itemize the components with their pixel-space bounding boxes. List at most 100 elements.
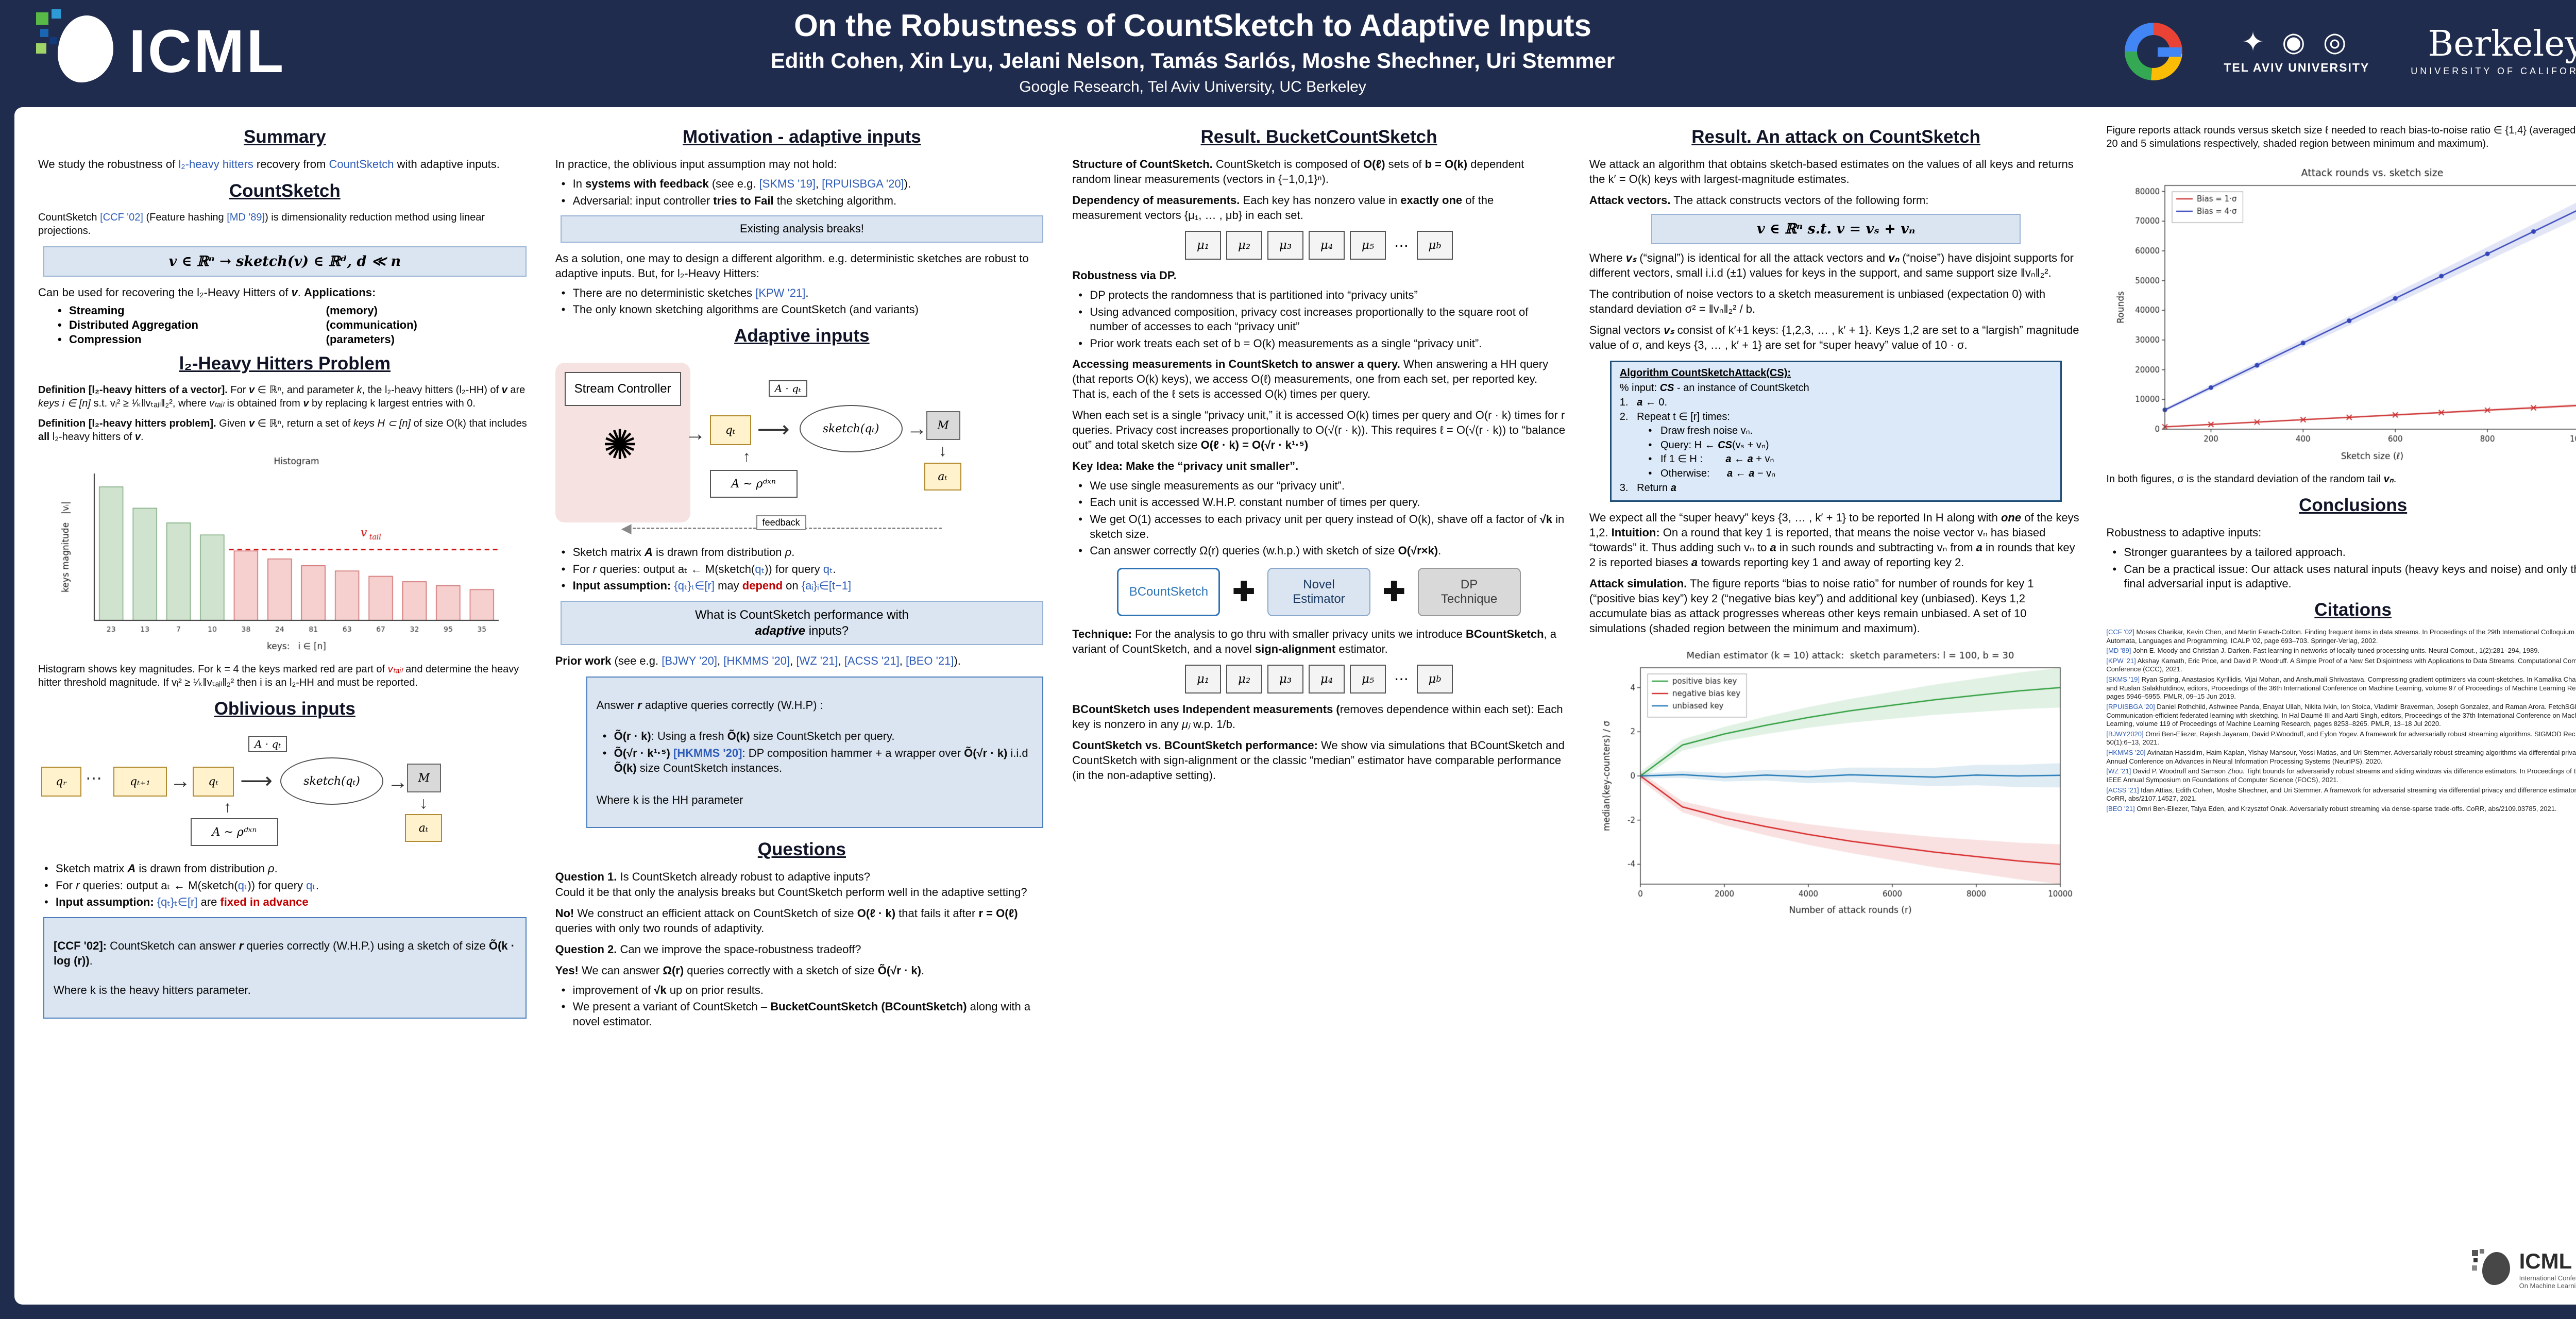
poster-header: ICML On the Robustness of CountSketch to…: [0, 0, 2576, 103]
tau-label: TEL AVIV UNIVERSITY: [2224, 60, 2370, 74]
column-summary: Summary We study the robustness of l₂-he…: [38, 121, 532, 1291]
motivation-bullets: In systems with feedback (see e.g. [SKMS…: [555, 175, 1049, 210]
measurement-vector-box: μ₅: [1349, 664, 1386, 694]
applications-intro: Can be used for recovering the l₂-Heavy …: [38, 285, 376, 299]
citation-entry: [HKMMS '20] Avinatan Hassidim, Haim Kapl…: [2106, 749, 2576, 765]
adaptive-bullets: Sketch matrix A is drawn from distributi…: [555, 543, 1049, 596]
robustness-bullet: Prior work treats each set of b = O(k) m…: [1072, 336, 1566, 351]
countsketch-intro: CountSketch [CCF '02] (Feature hashing […: [38, 212, 485, 237]
attack-simulation-paragraph: Attack simulation. The figure reports “b…: [1589, 577, 2034, 635]
estimator-box: M: [926, 411, 960, 441]
attack-algorithm-box: Algorithm CountSketchAttack(CS): % input…: [1609, 361, 2062, 502]
icml-head-icon-small: [2471, 1249, 2510, 1291]
feedback-label: feedback: [756, 515, 806, 531]
technique-paragraph: Technique: For the analysis to go thru w…: [1072, 627, 1556, 655]
arrow-icon: ⟶: [757, 417, 790, 443]
measurement-vector-box: μ₃: [1267, 664, 1303, 694]
citation-entry: [MD '89] John E. Moody and Christian J. …: [2106, 647, 2540, 655]
arrow-icon: →: [906, 417, 927, 441]
summary-text: We study the robustness of l₂-heavy hitt…: [38, 158, 500, 171]
query-t1-box: qₜ₊₁: [113, 767, 167, 797]
oblivious-inputs-heading: Oblivious inputs: [214, 699, 355, 719]
citations-heading: Citations: [2314, 599, 2392, 620]
application-row: Streaming (memory): [38, 304, 532, 317]
robustness-bullets: DP protects the randomness that is parti…: [1072, 286, 1566, 353]
application-note: (parameters): [326, 332, 395, 346]
measurement-vector-box: μ₄: [1308, 231, 1345, 260]
measurement-vector-box: μ₂: [1226, 664, 1262, 694]
arrow-icon: ↓: [419, 793, 428, 813]
oblivious-bullet: Input assumption: {qₜ}ₜ∈[r] are fixed in…: [38, 895, 532, 910]
dependency-paragraph: Dependency of measurements. Each key has…: [1072, 194, 1494, 222]
sketch-matrix-box: A ~ ρᵈˣⁿ: [191, 818, 278, 847]
citations-list: [CCF '02] Moses Charikar, Kevin Chen, an…: [2106, 627, 2576, 815]
motivation-solution: As a solution, one may to design a diffe…: [555, 251, 1029, 280]
berkeley-logo: Berkeley UNIVERSITY OF CALIFORNIA: [2411, 26, 2576, 77]
privacy-unit-paragraph: When each set is a single “privacy unit,…: [1072, 408, 1566, 451]
key-idea-heading: Key Idea: Make the “privacy unit smaller…: [1072, 459, 1299, 472]
countsketch-formula: v ∈ ℝⁿ → sketch(v) ∈ ℝᵈ, d ≪ n: [43, 246, 527, 277]
motivation-heading: Motivation - adaptive inputs: [682, 127, 921, 147]
footer-icml-text: ICML International Conference On Machine…: [2519, 1250, 2576, 1290]
measurement-vector-box: μ₄: [1308, 664, 1345, 694]
robustness-bullet: DP protects the randomness that is parti…: [1072, 288, 1566, 303]
measurement-vector-box: μ₁: [1184, 231, 1221, 260]
algorithm-line: 1. a ← 0.: [1619, 396, 1668, 408]
bcountsketch-box: BCountSketch: [1117, 567, 1221, 616]
google-logo: [2125, 23, 2183, 80]
definition-heavy-hitters: Definition [l₂-heavy hitters of a vector…: [38, 384, 526, 410]
answer-2-bullets: improvement of √k up on prior results.We…: [555, 981, 1049, 1031]
sigma-note: In both figures, σ is the standard devia…: [2106, 473, 2397, 485]
arrow-icon: →: [387, 771, 408, 794]
bucketcountsketch-heading: Result. BucketCountSketch: [1200, 127, 1437, 147]
prior-work-item: Õ(√r · k¹·⁵) [HKMMS '20]: DP composition…: [597, 746, 1033, 775]
algorithm-line: • Draw fresh noise vₙ.: [1619, 425, 1753, 437]
conclusion-bullet: Stronger guarantees by a tailored approa…: [2106, 545, 2576, 560]
countsketch-heading: CountSketch: [229, 181, 341, 201]
prior-work-line2: Where k is the HH parameter: [596, 793, 743, 806]
oblivious-bullet: Sketch matrix A is drawn from distributi…: [38, 861, 532, 876]
adversary-icon: ✺: [602, 422, 637, 468]
arrow-icon: ↓: [938, 441, 947, 460]
motivation-bullet: Adversarial: input controller tries to F…: [555, 194, 1049, 209]
signal-noise-paragraph: Where vₛ (“signal”) is identical for all…: [1589, 251, 2074, 280]
citation-entry: [RPUISBGA '20] Daniel Rothchild, Ashwine…: [2106, 702, 2576, 728]
heavy-hitters-heading: l₂-Heavy Hitters Problem: [179, 353, 391, 374]
prior-work-intro: Prior work (see e.g. [BJWY '20], [HKMMS …: [555, 654, 961, 668]
sketch-matrix-box: A ~ ρᵈˣⁿ: [709, 470, 798, 498]
performance-comparison-paragraph: CountSketch vs. BCountSketch performance…: [1072, 738, 1565, 782]
footer-icml-subtitle: International Conference On Machine Lear…: [2519, 1274, 2576, 1290]
oblivious-bullet: For r queries: output aₜ ← M(sketch(qₜ))…: [38, 878, 532, 893]
header-logos: ✦ ◉ ◎ TEL AVIV UNIVERSITY Berkeley UNIVE…: [2009, 23, 2576, 80]
conclusion-bullet: Can be a practical issue: Our attack use…: [2106, 562, 2576, 591]
key-idea-bullet: We get O(1) accesses to each privacy uni…: [1072, 512, 1566, 542]
icml-wordmark: ICML: [129, 18, 286, 86]
conclusions-bullets: Stronger guarantees by a tailored approa…: [2106, 543, 2576, 594]
rounds-figure-caption: Figure reports attack rounds versus sket…: [2106, 125, 2576, 150]
berkeley-subtitle: UNIVERSITY OF CALIFORNIA: [2411, 65, 2576, 76]
attack-heading: Result. An attack on CountSketch: [1691, 127, 1980, 147]
attack-vectors-paragraph: Attack vectors. The attack constructs ve…: [1589, 194, 1929, 207]
application-name: Distributed Aggregation: [38, 318, 326, 332]
poster-title: On the Robustness of CountSketch to Adap…: [794, 8, 1591, 43]
noise-contribution-paragraph: The contribution of noise vectors to a s…: [1589, 288, 2046, 316]
application-note: (communication): [326, 318, 417, 331]
application-row: Compression (parameters): [38, 333, 532, 346]
measurement-vector-box: μ₁: [1184, 664, 1221, 694]
citation-entry: [SKMS '19] Ryan Spring, Anastasios Kyril…: [2106, 675, 2576, 701]
poster-authors: Edith Cohen, Xin Lyu, Jelani Nelson, Tam…: [770, 48, 1615, 73]
adaptive-bullet: For r queries: output aₜ ← M(sketch(qₜ))…: [555, 562, 1049, 577]
question-1: Question 1. Is CountSketch already robus…: [555, 870, 1027, 899]
accessing-paragraph: Accessing measurements in CountSketch to…: [1072, 357, 1549, 400]
answer-2-bullet: We present a variant of CountSketch – Bu…: [555, 1000, 1049, 1029]
arrow-icon: →: [170, 770, 191, 793]
algorithm-line: 3. Return a: [1619, 482, 1676, 494]
algorithm-title: Algorithm CountSketchAttack(CS):: [1619, 367, 1791, 379]
estimator-box: M: [407, 764, 441, 793]
motivation-bullets-2: There are no deterministic sketches [KPW…: [555, 284, 1049, 319]
oblivious-bullets: Sketch matrix A is drawn from distributi…: [38, 859, 532, 912]
citation-entry: [BJWY2020] Omri Ben-Eliezer, Rajesh Jaya…: [2106, 730, 2576, 747]
